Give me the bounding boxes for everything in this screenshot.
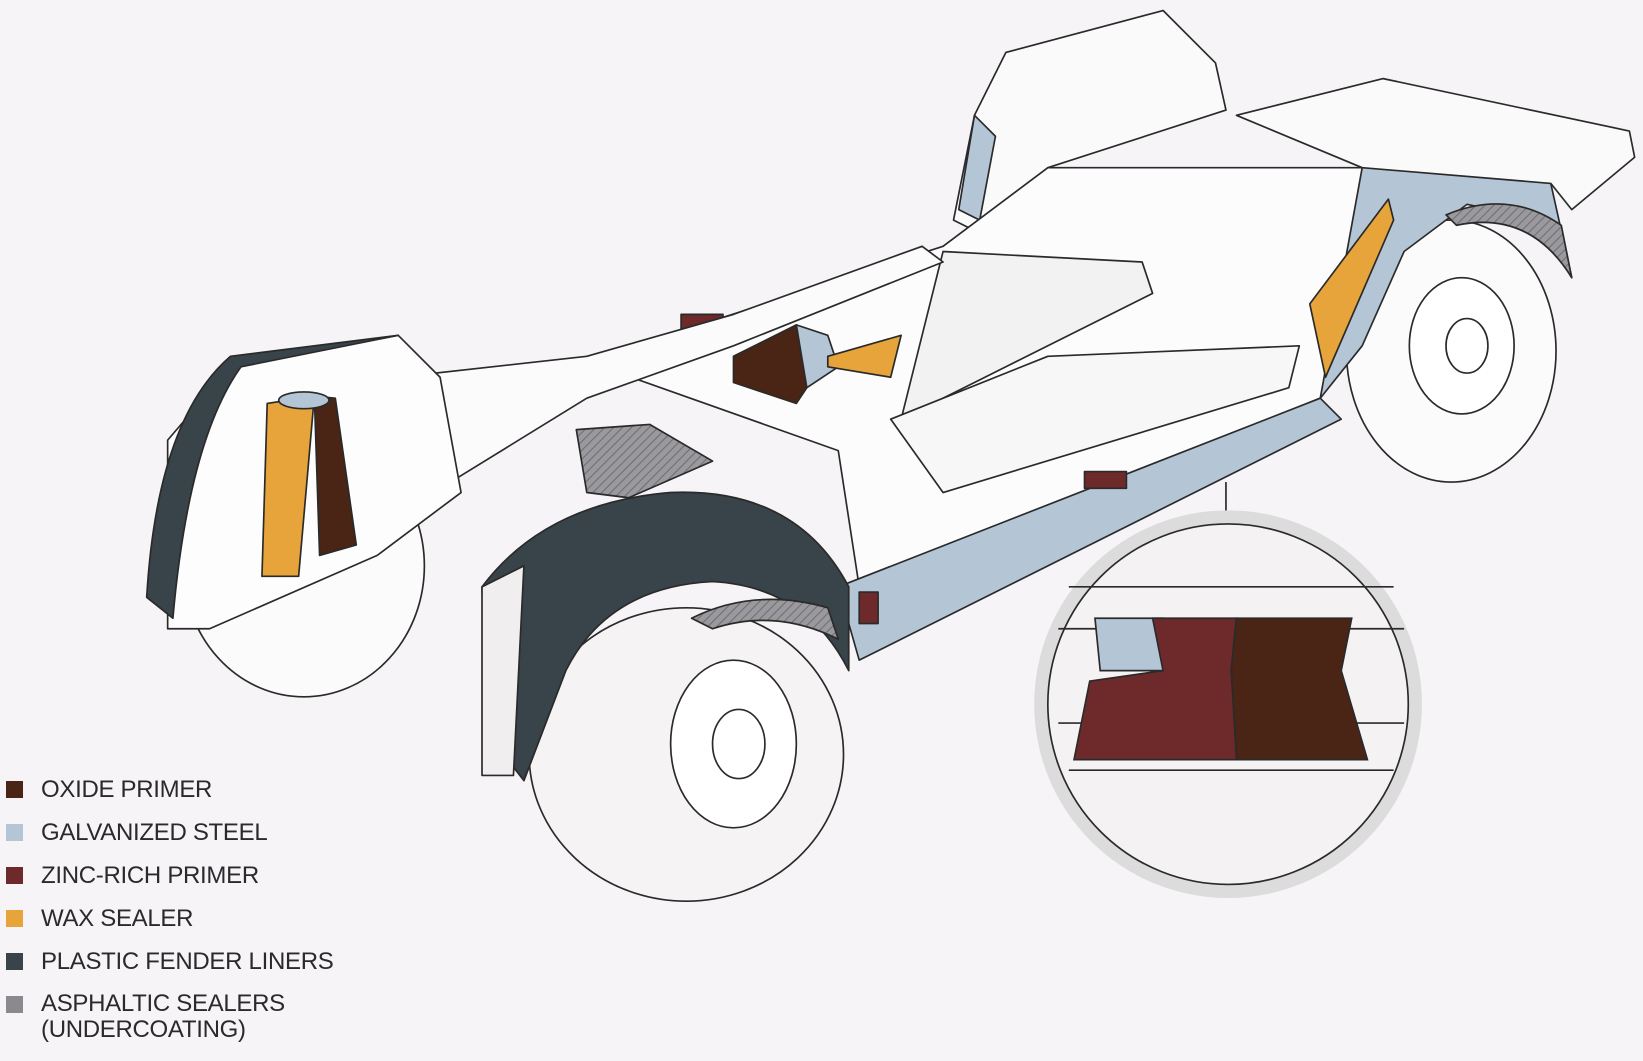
legend-item-oxide-primer: OXIDE PRIMER xyxy=(6,768,333,811)
legend: OXIDE PRIMER GALVANIZED STEEL ZINC-RICH … xyxy=(6,768,334,1061)
plastic-fender-liners-swatch xyxy=(6,953,23,970)
rocker-panel xyxy=(837,397,1343,662)
legend-item-galvanized-steel: GALVANIZED STEEL xyxy=(6,811,333,854)
front-fender xyxy=(481,491,850,782)
cross-section-inset xyxy=(1034,482,1422,899)
legend-label-sub: (UNDERCOATING) xyxy=(41,1016,246,1043)
legend-label: WAX SEALER xyxy=(41,904,194,932)
galvanized-steel-swatch xyxy=(6,824,23,841)
front-right-wheel xyxy=(528,606,845,903)
legend-label: GALVANIZED STEEL xyxy=(41,818,268,846)
legend-label: OXIDE PRIMER xyxy=(41,775,213,803)
front-fender-liner-left xyxy=(145,334,400,620)
legend-item-asphaltic-sealers: ASPHALTIC SEALERS (UNDERCOATING) xyxy=(6,983,333,1061)
oxide-primer-swatch xyxy=(6,781,23,798)
legend-label: PLASTIC FENDER LINERS xyxy=(41,947,334,975)
legend-item-wax-sealer: WAX SEALER xyxy=(6,897,333,940)
legend-item-plastic-fender-liners: PLASTIC FENDER LINERS xyxy=(6,940,334,983)
legend-label: ZINC-RICH PRIMER xyxy=(41,861,259,889)
rear-right-wheel xyxy=(1345,219,1557,483)
legend-item-zinc-rich-primer: ZINC-RICH PRIMER xyxy=(6,854,333,897)
wax-sealer-swatch xyxy=(6,910,23,927)
legend-label: ASPHALTIC SEALERS xyxy=(41,990,285,1017)
zinc-rich-primer-swatch xyxy=(6,867,23,884)
asphaltic-sealers-swatch xyxy=(6,996,23,1013)
